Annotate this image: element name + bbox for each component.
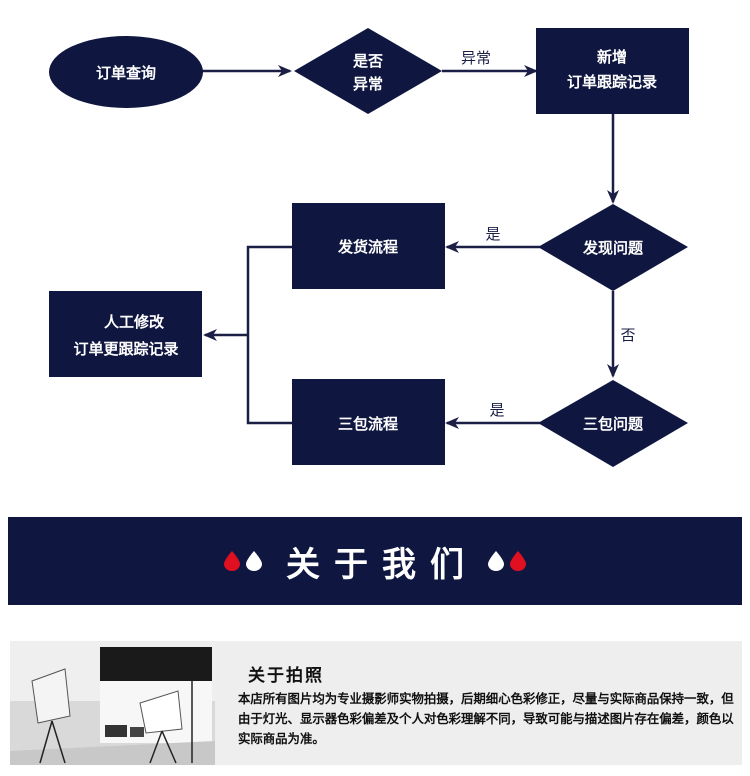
- node-manual-edit: 人工修改 订单更跟踪记录: [49, 291, 202, 377]
- banner-drops-right: [488, 551, 526, 571]
- red-drop-icon: [224, 551, 240, 571]
- about-photo-title: 关于拍照: [248, 666, 324, 686]
- node-is-abnormal: 是否 异常: [294, 28, 442, 114]
- red-drop-icon: [510, 551, 526, 571]
- edge-label-yes-shipping: 是: [485, 225, 500, 243]
- node-order-query-label: 订单查询: [96, 64, 156, 82]
- edge-flows-merge: [246, 245, 292, 425]
- node-is-abnormal-label-1: 是否: [352, 52, 383, 70]
- edge-label-abnormal: 异常: [461, 49, 491, 67]
- node-warranty-problem: 三包问题: [538, 380, 688, 467]
- node-new-tracking-label-1: 新增: [597, 48, 627, 66]
- white-drop-icon: [246, 551, 262, 571]
- edge-label-no: 否: [620, 326, 635, 344]
- node-warranty-problem-label: 三包问题: [583, 415, 644, 433]
- banner-drops-left: [224, 551, 262, 571]
- studio-photo: [10, 641, 215, 765]
- banner-title: 关于我们: [286, 544, 478, 585]
- node-warranty-flow-label: 三包流程: [338, 415, 398, 433]
- node-is-abnormal-label-2: 异常: [353, 75, 383, 93]
- about-us-banner: 关于我们: [8, 517, 742, 605]
- node-find-problem-label: 发现问题: [582, 239, 644, 257]
- order-flowchart: 异常 是 否 是 订单查询 是否 异常 新增 订单跟踪记录 发现问题 发货流程 …: [49, 28, 689, 467]
- node-manual-edit-label-2: 订单更跟踪记录: [73, 340, 178, 358]
- node-new-tracking-label-2: 订单跟踪记录: [567, 73, 657, 91]
- node-shipping-flow: 发货流程: [292, 203, 445, 289]
- flow-edges: [202, 65, 619, 429]
- node-shipping-flow-label: 发货流程: [337, 238, 398, 256]
- node-new-tracking-record: 新增 订单跟踪记录: [536, 28, 689, 114]
- white-drop-icon: [488, 551, 504, 571]
- node-manual-edit-label-1: 人工修改: [104, 313, 165, 331]
- about-photo-section: 关于拍照 本店所有图片均为专业摄影师实物拍摄，后期细心色彩修正，尽量与实际商品保…: [10, 641, 742, 765]
- node-order-query: 订单查询: [49, 36, 203, 108]
- edge-label-yes-warranty: 是: [489, 401, 504, 419]
- node-find-problem: 发现问题: [538, 204, 688, 291]
- about-photo-body: 本店所有图片均为专业摄影师实物拍摄，后期细心色彩修正，尽量与实际商品保持一致，但…: [238, 691, 734, 746]
- node-warranty-flow: 三包流程: [292, 379, 445, 465]
